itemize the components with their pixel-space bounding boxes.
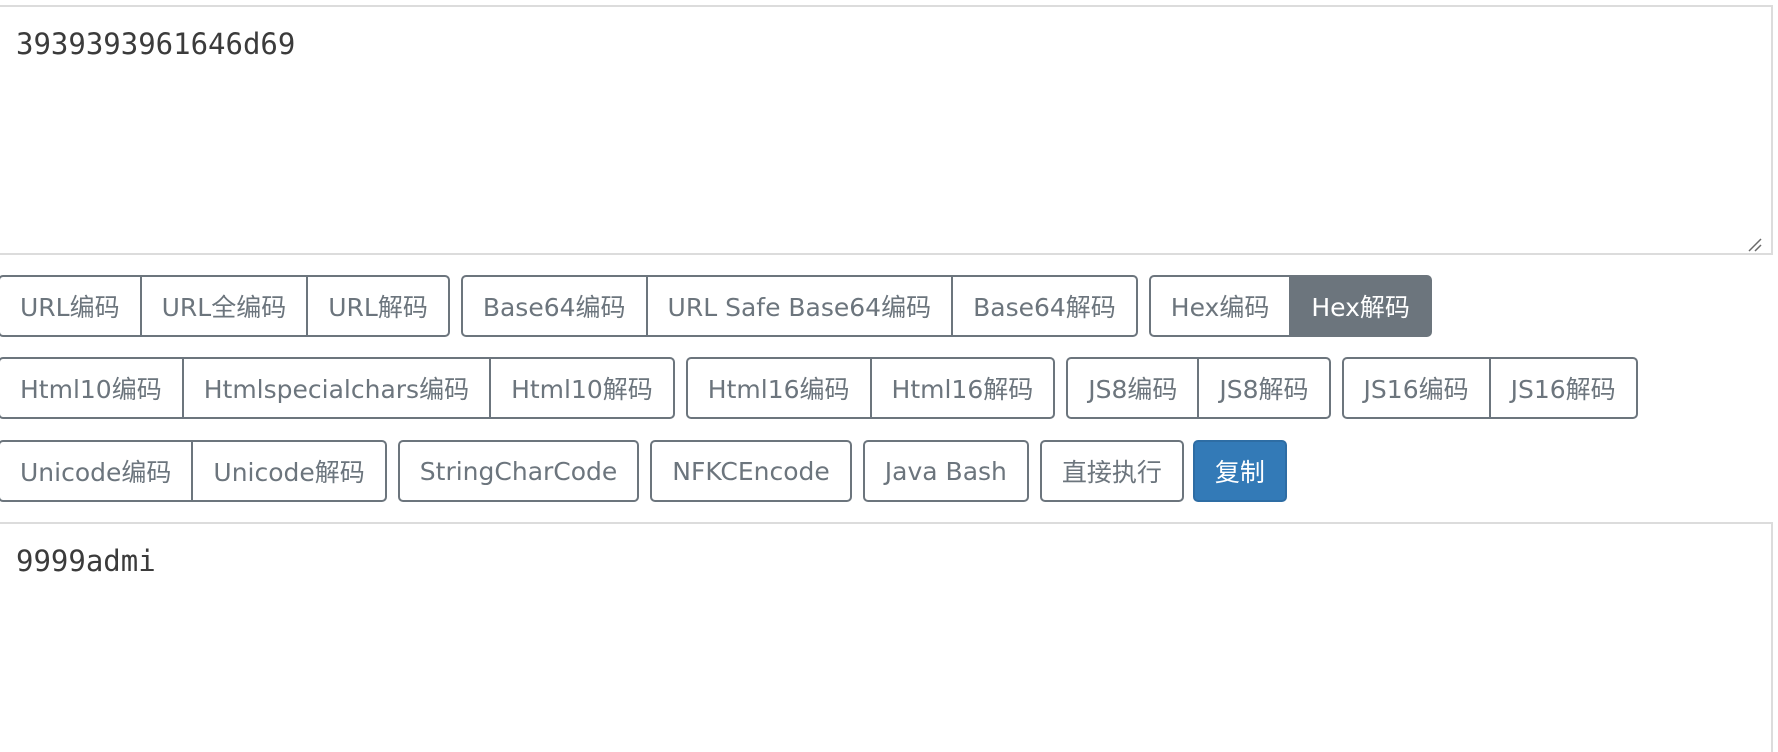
nfkc-encode-button[interactable]: NFKCEncode	[650, 440, 852, 502]
js16-button-group: JS16编码 JS16解码	[1341, 357, 1638, 419]
js8-decode-button[interactable]: JS8解码	[1197, 357, 1331, 419]
input-textarea[interactable]: 3939393961646d69	[0, 5, 1773, 255]
java-bash-button[interactable]: Java Bash	[862, 440, 1029, 502]
htmlspecialchars-encode-button[interactable]: Htmlspecialchars编码	[181, 357, 492, 419]
hex-encode-button[interactable]: Hex编码	[1148, 275, 1292, 337]
html10-encode-button[interactable]: Html10编码	[0, 357, 184, 419]
java-bash-button-group: Java Bash	[862, 440, 1029, 502]
button-row-1: URL编码 URL全编码 URL解码 Base64编码 URL Safe Bas…	[0, 275, 1443, 337]
html10-decode-button[interactable]: Html10解码	[489, 357, 675, 419]
unicode-encode-button[interactable]: Unicode编码	[0, 440, 194, 502]
html10-button-group: Html10编码 Htmlspecialchars编码 Html10解码	[0, 357, 675, 419]
hex-button-group: Hex编码 Hex解码	[1148, 275, 1432, 337]
url-encode-button[interactable]: URL编码	[0, 275, 142, 337]
hex-decode-button[interactable]: Hex解码	[1289, 275, 1432, 337]
stringcharcode-button-group: StringCharCode	[397, 440, 640, 502]
resize-grip-icon[interactable]	[1746, 236, 1762, 252]
execute-button-group: 直接执行	[1039, 440, 1184, 502]
html16-button-group: Html16编码 Html16解码	[685, 357, 1056, 419]
unicode-button-group: Unicode编码 Unicode解码	[0, 440, 387, 502]
url-decode-button[interactable]: URL解码	[306, 275, 450, 337]
html16-encode-button[interactable]: Html16编码	[685, 357, 872, 419]
copy-button[interactable]: 复制	[1192, 440, 1287, 502]
js8-button-group: JS8编码 JS8解码	[1066, 357, 1331, 419]
url-safe-base64-encode-button[interactable]: URL Safe Base64编码	[645, 275, 954, 337]
js8-encode-button[interactable]: JS8编码	[1066, 357, 1200, 419]
base64-button-group: Base64编码 URL Safe Base64编码 Base64解码	[460, 275, 1138, 337]
base64-decode-button[interactable]: Base64解码	[951, 275, 1138, 337]
js16-encode-button[interactable]: JS16编码	[1341, 357, 1491, 419]
nfkc-button-group: NFKCEncode	[650, 440, 852, 502]
output-textarea[interactable]: 9999admi	[0, 522, 1773, 752]
url-full-encode-button[interactable]: URL全编码	[139, 275, 309, 337]
js16-decode-button[interactable]: JS16解码	[1488, 357, 1638, 419]
url-button-group: URL编码 URL全编码 URL解码	[0, 275, 450, 337]
unicode-decode-button[interactable]: Unicode解码	[191, 440, 387, 502]
execute-direct-button[interactable]: 直接执行	[1039, 440, 1184, 502]
button-row-3: Unicode编码 Unicode解码 StringCharCode NFKCE…	[0, 440, 1287, 502]
stringcharcode-button[interactable]: StringCharCode	[397, 440, 640, 502]
base64-encode-button[interactable]: Base64编码	[460, 275, 648, 337]
html16-decode-button[interactable]: Html16解码	[869, 357, 1056, 419]
button-row-2: Html10编码 Htmlspecialchars编码 Html10解码 Htm…	[0, 357, 1649, 419]
